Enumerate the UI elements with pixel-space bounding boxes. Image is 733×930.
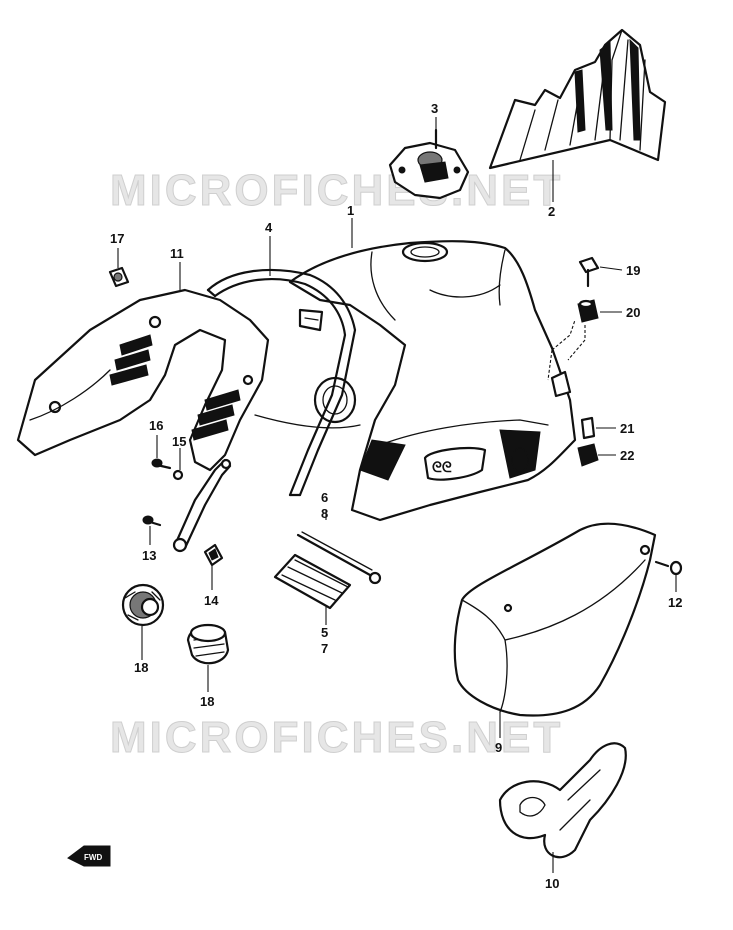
callout-1: 1 (347, 203, 354, 218)
part-20-collar[interactable] (577, 299, 599, 323)
part-13-screw[interactable] (142, 515, 162, 527)
part-10-emblem[interactable] (498, 742, 627, 859)
part-14-cushion[interactable] (203, 543, 224, 567)
callout-14: 14 (204, 593, 219, 608)
callout-16: 16 (149, 418, 163, 433)
callout-7: 7 (321, 641, 328, 656)
part-19-bolt[interactable] (578, 256, 600, 288)
callout-9: 9 (495, 740, 502, 755)
callout-8: 8 (321, 506, 328, 521)
callout-22: 22 (620, 448, 634, 463)
callout-18-a: 18 (134, 660, 148, 675)
watermark-bottom: MICROFICHES.NET (110, 713, 563, 762)
part-4-tank-cushion[interactable] (206, 268, 357, 497)
part-18-grommet-b[interactable] (186, 623, 230, 665)
callout-12: 12 (668, 595, 682, 610)
part-11-side-cover-left[interactable] (16, 288, 270, 472)
callout-13: 13 (142, 548, 156, 563)
part-17-grommet[interactable] (108, 266, 130, 288)
callout-6: 6 (321, 490, 328, 505)
callout-2: 2 (548, 204, 555, 219)
callout-10: 10 (545, 876, 559, 891)
part-5-7-tank-pad[interactable] (273, 553, 352, 610)
part-15-bracket[interactable] (172, 458, 232, 553)
part-1-fuel-tank[interactable]: ᘓᘓ (254, 240, 577, 522)
watermark-top: MICROFICHES.NET (110, 166, 563, 215)
part-16-screw[interactable] (151, 458, 172, 470)
part-22-cushion[interactable] (577, 443, 599, 467)
forward-arrow-label: FWD (84, 853, 102, 862)
part-12-screw[interactable] (654, 560, 683, 576)
callout-18-b: 18 (200, 694, 214, 709)
callout-17: 17 (110, 231, 124, 246)
tank-emblem-text: ᘓᘓ (432, 459, 452, 475)
callout-3: 3 (431, 101, 438, 116)
callout-19: 19 (626, 263, 640, 278)
callout-11: 11 (170, 246, 184, 261)
part-9-side-cover-right[interactable] (453, 522, 657, 717)
part-21-spacer[interactable] (580, 416, 596, 440)
callout-5: 5 (321, 625, 328, 640)
part-6-8-bolt[interactable] (296, 531, 382, 585)
leader-lines (117, 117, 677, 873)
forward-arrow-icon: FWD (67, 845, 111, 867)
callout-numbers: 3 2 1 4 11 17 16 15 13 14 6 8 5 7 19 20 … (110, 101, 682, 891)
part-15-nut[interactable] (172, 469, 184, 481)
part-2-heat-shield[interactable] (488, 28, 667, 170)
callout-20: 20 (626, 305, 640, 320)
callout-15: 15 (172, 434, 186, 449)
part-3-fuel-cock[interactable] (388, 128, 470, 200)
part-18-grommet-a[interactable] (121, 583, 165, 627)
callout-21: 21 (620, 421, 634, 436)
callout-4: 4 (265, 220, 273, 235)
